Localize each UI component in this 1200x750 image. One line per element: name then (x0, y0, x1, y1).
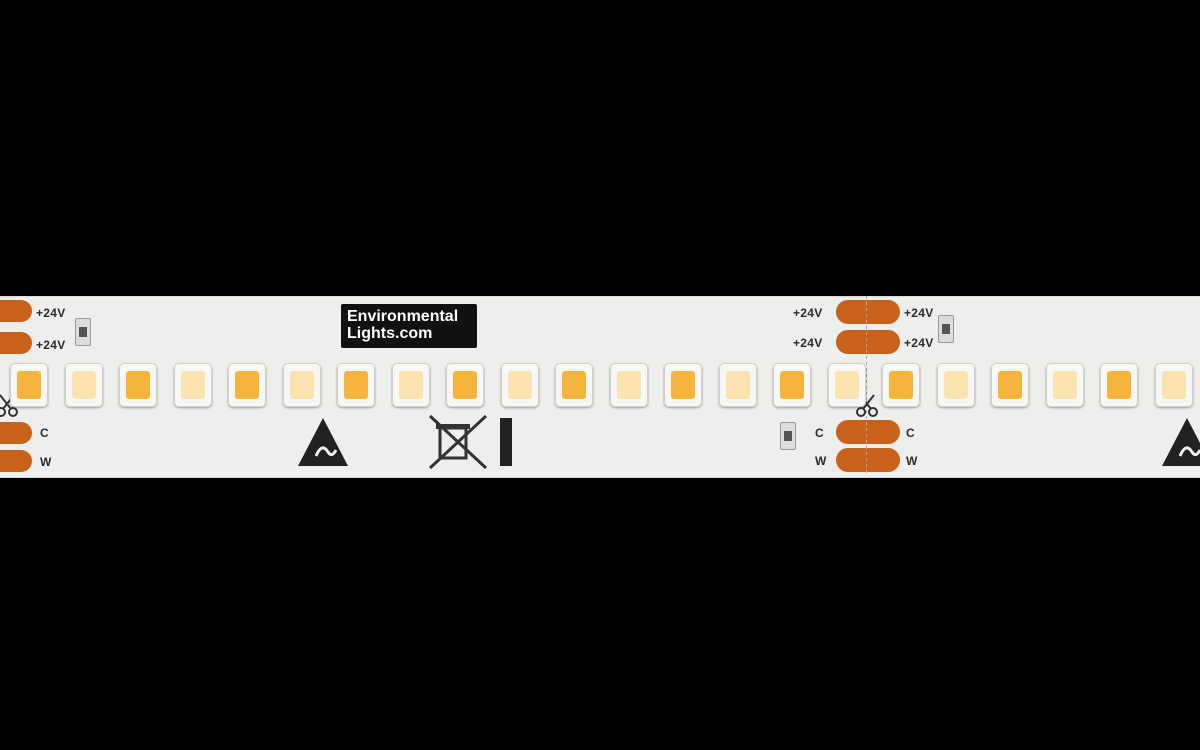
label-w: W (815, 454, 827, 468)
led-chip (64, 363, 103, 407)
led-emitter (889, 371, 913, 399)
label-w: W (906, 454, 918, 468)
label-c: C (906, 426, 915, 440)
led-emitter (834, 371, 859, 399)
label-w: W (40, 455, 52, 469)
label-plus-24v: +24V (793, 306, 823, 320)
copper-pad-plus-1 (836, 300, 900, 324)
label-plus-24v: +24V (904, 336, 934, 350)
brand-logo: Environmental Lights.com (341, 304, 477, 348)
led-emitter (1161, 371, 1186, 399)
led-chip (446, 363, 484, 407)
crossed-bin-icon (428, 414, 488, 470)
led-emitter (725, 371, 750, 399)
led-chip (173, 363, 212, 407)
black-marker (500, 418, 512, 466)
scissors-icon (0, 394, 18, 417)
copper-pad-c (836, 420, 900, 444)
copper-pad-plus-2 (0, 332, 32, 354)
led-chip (555, 363, 593, 407)
label-plus-24v: +24V (36, 338, 66, 352)
led-chip (337, 363, 375, 407)
copper-pad-c (0, 422, 32, 444)
brand-line-2: Lights.com (347, 325, 433, 342)
label-plus-24v: +24V (793, 336, 823, 350)
led-emitter (71, 371, 96, 399)
esd-warning-icon (1162, 418, 1200, 466)
led-chip (664, 363, 702, 407)
led-emitter (17, 371, 41, 399)
led-emitter (289, 371, 314, 399)
led-chip (718, 363, 757, 407)
led-chip (827, 363, 866, 407)
brand-line-1: Environmental (347, 308, 459, 325)
led-emitter (1107, 371, 1131, 399)
led-emitter (562, 371, 586, 399)
led-chip (119, 363, 157, 407)
led-emitter (507, 371, 532, 399)
led-chip (391, 363, 430, 407)
esd-warning-icon (298, 418, 348, 466)
led-chip (1154, 363, 1193, 407)
resistor-icon (938, 315, 954, 343)
led-chip (936, 363, 975, 407)
cut-line (866, 296, 867, 476)
led-emitter (671, 371, 695, 399)
copper-pad-plus-1 (0, 300, 32, 322)
copper-pad-plus-2 (836, 330, 900, 354)
resistor-icon (780, 422, 796, 450)
led-chip (10, 363, 48, 407)
led-chip (882, 363, 920, 407)
resistor-icon (75, 318, 91, 346)
led-emitter (616, 371, 641, 399)
led-emitter (1052, 371, 1077, 399)
led-emitter (943, 371, 968, 399)
led-emitter (398, 371, 423, 399)
label-plus-24v: +24V (904, 306, 934, 320)
label-plus-24v: +24V (36, 306, 66, 320)
led-chip (773, 363, 811, 407)
led-chip (228, 363, 266, 407)
label-c: C (40, 426, 49, 440)
label-c: C (815, 426, 824, 440)
led-chip (609, 363, 648, 407)
led-emitter (453, 371, 477, 399)
led-emitter (998, 371, 1022, 399)
led-emitter (235, 371, 259, 399)
led-emitter (126, 371, 150, 399)
led-chip (282, 363, 321, 407)
led-emitter (780, 371, 804, 399)
led-chip (1100, 363, 1138, 407)
led-chip (1045, 363, 1084, 407)
copper-pad-w (0, 450, 32, 472)
copper-pad-w (836, 448, 900, 472)
led-emitter (180, 371, 205, 399)
led-chip (991, 363, 1029, 407)
led-chip (500, 363, 539, 407)
led-emitter (344, 371, 368, 399)
